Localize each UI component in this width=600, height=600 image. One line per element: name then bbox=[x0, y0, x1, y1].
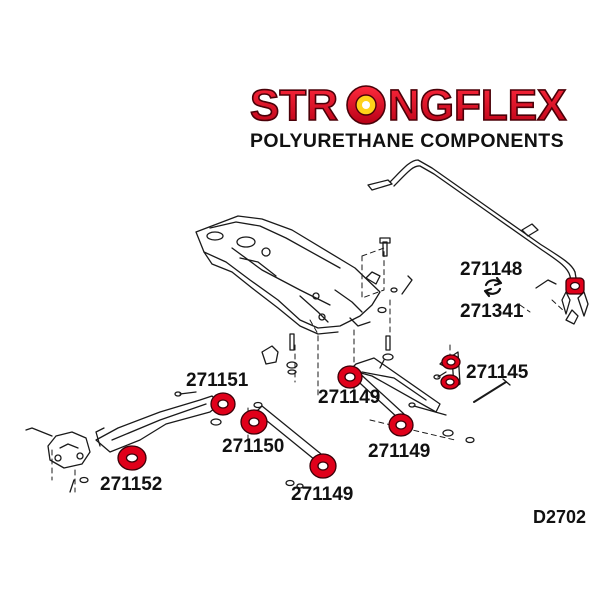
bushing-271149-right bbox=[388, 413, 414, 437]
logo-text-ng: NG bbox=[388, 81, 454, 130]
bushing-271149-lower bbox=[309, 453, 337, 479]
upper-control-arm bbox=[349, 357, 441, 413]
label-271151: 271151 bbox=[186, 370, 249, 391]
bushing-271151 bbox=[210, 392, 236, 416]
logo-o-gear-icon bbox=[346, 85, 386, 125]
label-271149-lower: 271149 bbox=[291, 484, 354, 505]
label-271152: 271152 bbox=[100, 474, 163, 495]
rear-subframe bbox=[195, 215, 381, 365]
strongflex-logo: STR NG FLEX bbox=[249, 80, 567, 130]
bushing-271145-upper bbox=[441, 354, 461, 370]
label-271149-upper: 271149 bbox=[318, 387, 381, 408]
logo-text-flex: FLEX bbox=[454, 81, 566, 130]
bushing-271148 bbox=[565, 277, 585, 295]
bushing-271145-lower bbox=[440, 374, 460, 390]
label-271341: 271341 bbox=[460, 301, 524, 322]
bushing-271152 bbox=[117, 445, 147, 471]
bushings bbox=[117, 277, 585, 479]
bushing-271150 bbox=[240, 409, 268, 435]
logo-text-str: STR bbox=[250, 81, 338, 130]
label-271145: 271145 bbox=[466, 362, 529, 383]
label-271149-right: 271149 bbox=[368, 441, 431, 462]
label-271148: 271148 bbox=[460, 259, 523, 280]
swap-arrows-icon bbox=[483, 276, 503, 298]
fasteners bbox=[25, 237, 579, 493]
diagram-code: D2702 bbox=[532, 507, 586, 527]
brand-tagline: POLYURETHANE COMPONENTS bbox=[250, 130, 565, 152]
label-271150: 271150 bbox=[222, 436, 285, 457]
bushing-271149-upper bbox=[337, 365, 363, 389]
